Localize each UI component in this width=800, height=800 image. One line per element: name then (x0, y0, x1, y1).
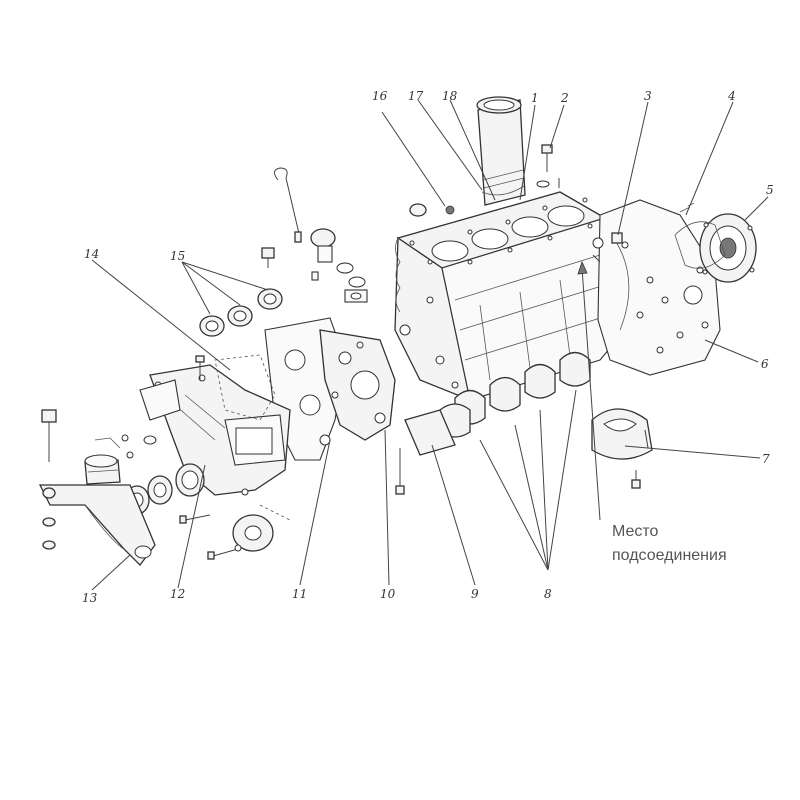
pump-adapter (232, 504, 291, 552)
callout-7: 7 (762, 452, 770, 466)
callout-8: 8 (544, 587, 552, 601)
mount-stud-bolt (41, 409, 57, 550)
rubber-mount (84, 434, 157, 485)
main-bearing-cap-bolt (395, 409, 456, 495)
callout-5: 5 (766, 183, 774, 197)
timing-cover (149, 364, 291, 496)
main-bearing-cap (591, 408, 653, 489)
callout-12: 12 (170, 587, 185, 601)
callout-1: 1 (531, 91, 539, 105)
callout-15: 15 (170, 249, 185, 263)
oil-fitting (592, 232, 623, 263)
camshaft-bushings (199, 288, 283, 337)
callout-13: 13 (82, 591, 98, 605)
callout-18: 18 (442, 89, 458, 103)
liner-seal-ring (481, 185, 525, 196)
head-bolt (536, 144, 560, 188)
oil-filler-neck (310, 228, 368, 303)
note-line-1: Место (612, 523, 659, 540)
rear-plate (597, 199, 721, 376)
callout-9: 9 (471, 587, 479, 601)
callout-10: 10 (380, 587, 396, 601)
callout-labels: 1 2 3 4 5 6 7 8 9 10 11 12 13 14 15 16 1… (82, 89, 774, 605)
cylinder-block (394, 191, 626, 438)
expansion-plug (409, 203, 455, 217)
leader-lines (91, 99, 769, 591)
callout-17: 17 (408, 89, 424, 103)
breather-fitting (261, 247, 275, 268)
dipstick (274, 167, 302, 243)
front-engine-plate (319, 329, 396, 441)
rear-gasket (674, 202, 726, 269)
oil-seal-housing (699, 213, 757, 283)
cylinder-liner (476, 96, 526, 206)
note-line-2: подсоединения (612, 547, 727, 564)
callout-3: 3 (644, 89, 652, 103)
timing-cover-bracket (139, 355, 205, 421)
callout-6: 6 (761, 357, 769, 371)
callout-16: 16 (372, 89, 388, 103)
timing-cover-bolts (179, 514, 239, 560)
callout-11: 11 (292, 587, 307, 601)
callout-4: 4 (727, 89, 736, 103)
connection-point-note: Место подсоединения (612, 523, 727, 564)
timing-cover-gasket (214, 354, 276, 421)
callout-14: 14 (84, 247, 99, 261)
engine-mount-bracket (38, 484, 156, 566)
callout-2: 2 (560, 91, 569, 105)
